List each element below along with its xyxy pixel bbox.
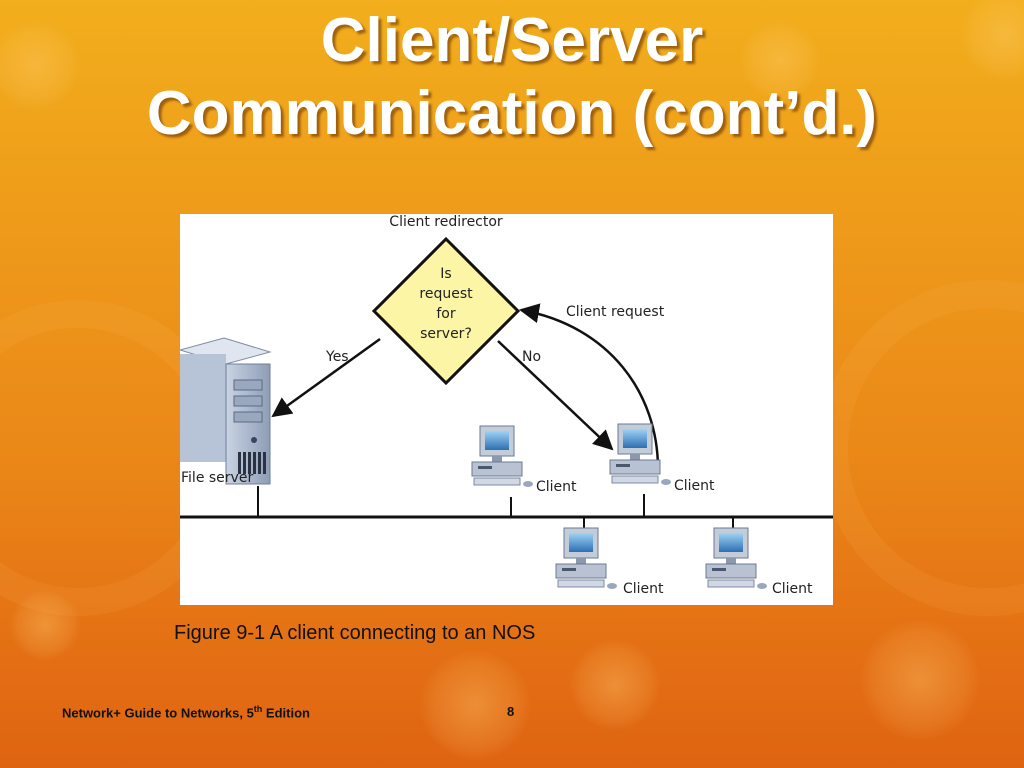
decorative-flower — [570, 640, 660, 730]
title-line-1: Client/Server — [320, 6, 704, 75]
decorative-flower — [860, 620, 980, 740]
network-diagram: Client redirector Is request for server?… — [180, 214, 833, 605]
client-request-label: Client request — [566, 304, 665, 320]
decision-diamond — [371, 236, 521, 386]
client-computer-icon-3 — [555, 527, 617, 589]
client-label-3: Client — [623, 581, 664, 597]
slide-title: Client/Server Communication (cont’d.) — [0, 4, 1024, 150]
client-label-2: Client — [674, 478, 715, 494]
footer-text: Network+ Guide to Networks, 5th Edition — [62, 704, 310, 720]
footer-title: Network+ Guide to Networks, 5 — [62, 705, 254, 721]
decorative-flower — [740, 20, 820, 100]
client-request-arrow — [519, 303, 660, 470]
decorative-swirl — [820, 280, 1024, 616]
decision-line-2: request — [419, 286, 473, 302]
client-label-4: Client — [772, 581, 813, 597]
diagram-svg: Client redirector Is request for server?… — [180, 214, 833, 597]
page-number: 8 — [507, 704, 515, 719]
client-label-1: Client — [536, 479, 577, 495]
file-server-icon — [180, 337, 272, 485]
decorative-flower — [0, 20, 80, 110]
yes-arrow — [271, 337, 381, 418]
file-server-label: File server — [181, 470, 253, 486]
footer-edition: Edition — [262, 705, 310, 721]
no-label: No — [522, 349, 541, 365]
decision-line-1: Is — [440, 266, 451, 282]
decorative-flower — [420, 650, 530, 760]
client-computer-icon-2 — [609, 423, 671, 485]
yes-label: Yes — [325, 349, 349, 365]
decision-line-4: server? — [420, 326, 472, 342]
figure-caption: Figure 9-1 A client connecting to an NOS — [174, 622, 536, 644]
decision-line-3: for — [436, 306, 455, 322]
redirector-label: Client redirector — [389, 214, 503, 230]
client-computer-icon-1 — [471, 425, 533, 487]
client-computer-icon-4 — [705, 527, 767, 589]
title-line-2: Communication (cont’d.) — [146, 79, 878, 148]
footer-superscript: th — [253, 704, 263, 714]
no-arrow — [497, 340, 614, 451]
